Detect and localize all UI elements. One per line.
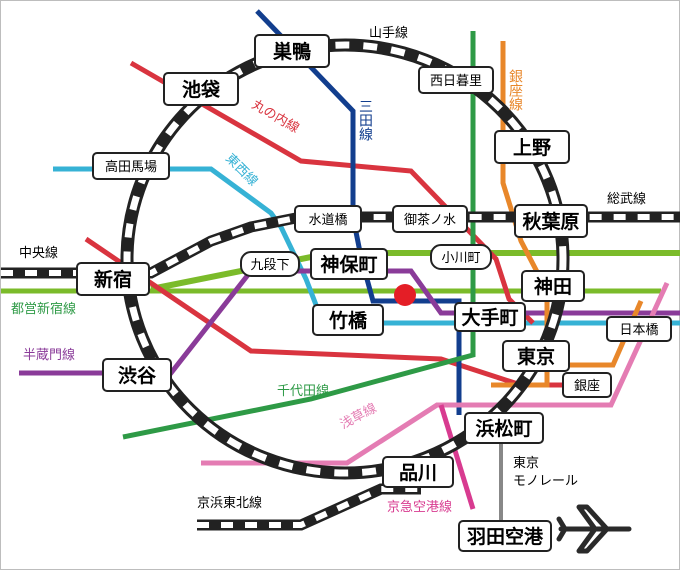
svg-text:銀座: 銀座 [574,379,600,394]
station-hamamatsucho[interactable]: 浜松町 [464,412,544,444]
station-ogawamachi[interactable]: 小川町 [430,244,492,270]
svg-text:羽田空港: 羽田空港 [467,525,544,548]
chiyoda-line [122,31,476,440]
station-haneda[interactable]: 羽田空港 [458,520,552,552]
label-chuo: 中央線 [19,245,58,261]
svg-text:御茶ノ水: 御茶ノ水 [404,212,456,228]
station-ikebukuro[interactable]: 池袋 [163,72,239,106]
svg-text:高田馬場: 高田馬場 [105,159,157,175]
station-takadanobaba[interactable]: 高田馬場 [92,152,170,180]
svg-text:上野: 上野 [513,137,551,159]
svg-text:新宿: 新宿 [94,268,132,291]
svg-text:渋谷: 渋谷 [118,364,157,387]
svg-text:小川町: 小川町 [441,251,480,266]
label-yamanote: 山手線 [369,25,408,41]
yamanote-line [120,38,570,480]
svg-text:神田: 神田 [534,275,572,298]
chuo-line [1,211,680,279]
label-sobu: 総武線 [607,191,646,207]
station-otemachi[interactable]: 大手町 [454,302,526,332]
keihin-tohoku-line [197,483,421,531]
station-ochanomizu[interactable]: 御茶ノ水 [392,205,468,233]
label-monorail: 東京 モノレール [513,455,578,489]
svg-text:西日暮里: 西日暮里 [430,74,482,89]
label-keikyu: 京急空港線 [387,499,452,515]
svg-text:巣鴨: 巣鴨 [272,40,311,63]
label-chiyoda: 千代田線 [277,383,329,399]
station-nishi-nippori[interactable]: 西日暮里 [418,66,494,94]
svg-text:秋葉原: 秋葉原 [522,210,579,233]
station-shibuya[interactable]: 渋谷 [102,358,172,392]
station-nihombashi[interactable]: 日本橋 [606,316,672,342]
tozai-line [53,166,680,326]
label-monorail-2: モノレール [513,474,578,489]
svg-text:東京: 東京 [517,345,555,368]
svg-text:品川: 品川 [399,462,437,484]
keikyu-line [438,404,476,510]
station-ueno[interactable]: 上野 [494,130,570,164]
label-hanzomon: 半蔵門線 [23,347,75,363]
svg-text:水道橋: 水道橋 [308,213,347,228]
label-shinjuku-toei: 都営新宿線 [11,301,76,317]
station-takebashi[interactable]: 竹橋 [312,304,384,336]
station-jimbocho[interactable]: 神保町 [310,248,388,280]
station-shinagawa[interactable]: 品川 [382,456,454,488]
label-marunouchi: 丸の内線 [249,97,302,137]
station-sugamo[interactable]: 巣鴨 [254,34,330,68]
label-asakusa: 浅草線 [337,400,379,432]
station-tokyo[interactable]: 東京 [502,340,570,372]
svg-text:九段下: 九段下 [250,258,289,273]
svg-text:竹橋: 竹橋 [328,309,368,332]
svg-text:池袋: 池袋 [182,78,221,101]
current-location-dot [394,284,416,306]
svg-text:大手町: 大手町 [461,306,518,329]
label-keihin-tohoku: 京浜東北線 [197,495,262,511]
svg-text:日本橋: 日本橋 [619,323,658,338]
label-monorail-1: 東京 [513,455,539,471]
label-mita: 三田線 [357,99,373,141]
svg-text:浜松町: 浜松町 [475,417,532,440]
airplane-icon [556,504,632,554]
label-ginza-line: 銀座線 [507,69,523,111]
station-suidobashi[interactable]: 水道橋 [294,205,362,233]
station-shinjuku[interactable]: 新宿 [76,262,150,296]
svg-text:神保町: 神保町 [320,253,377,276]
station-kudanshita[interactable]: 九段下 [240,251,300,277]
station-akihabara[interactable]: 秋葉原 [514,204,588,238]
station-kanda[interactable]: 神田 [521,270,585,302]
sobu-line [150,250,680,292]
station-ginza[interactable]: 銀座 [562,372,612,398]
